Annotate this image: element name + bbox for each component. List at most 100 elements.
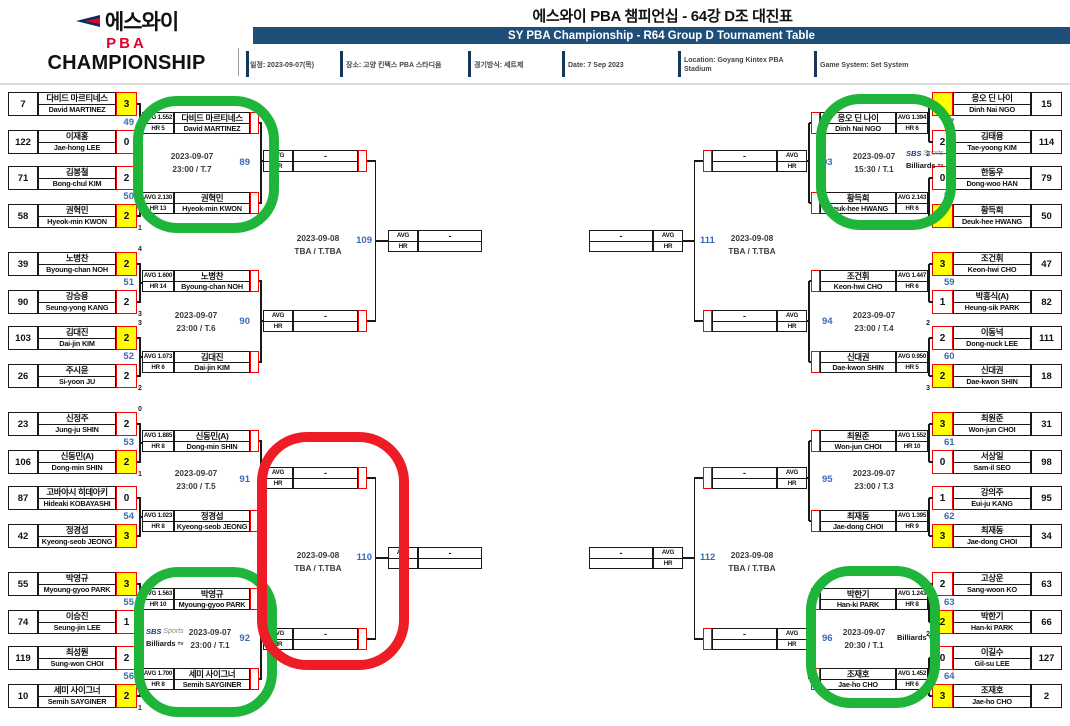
player-name-top: 응오 딘 나이 [954,93,1030,105]
player-name-top: 고상운 [954,573,1030,585]
score-cell: 3 [932,252,953,276]
player-name-bottom: Han-ki PARK [836,599,880,609]
player-name-bottom: Deuk-hee HWANG [961,217,1023,227]
bracket-line [808,122,811,124]
player-name-top: 신대권 [954,365,1030,377]
r16-slot-placeholder-bottom [713,162,776,172]
player-name-top: 신동민(A) [39,451,115,463]
player-stats-bottom: HR 8 [151,680,165,688]
match-number: 56 [123,671,134,682]
match-number: 90 [239,316,250,327]
match-number: 89 [239,157,250,168]
bracket-line [260,123,262,203]
score-cell: 3 [932,412,953,436]
player-name-top: 고바야시 히데아키 [39,487,115,499]
bracket-line [929,423,933,425]
match-time: 23:00 / T.3 [854,481,894,491]
match-number: 64 [944,671,955,682]
qf-slot-placeholder-bottom [419,559,481,569]
billiards-wordmark: Billiards [146,639,176,648]
match-number: 51 [123,277,134,288]
player-stats-top: AVG 1.552 [897,431,927,442]
match-number: 111 [700,235,715,246]
logo-divider [238,48,239,76]
seed-cell: 42 [8,524,38,548]
r16-slot-placeholder-bottom [713,640,776,650]
player-name-bottom: Han-ki PARK [970,623,1014,633]
match-number: 54 [123,511,134,522]
score-cell: 3 [932,684,953,708]
seed-cell: 119 [8,646,38,670]
match-date: 2023-09-08 [730,233,774,243]
match-number: 53 [123,437,134,448]
match-number: 94 [822,316,833,327]
match-number: 91 [239,474,250,485]
player-stats-bottom: HR 6 [905,204,919,212]
advance-marker [250,270,259,292]
billiards-wordmark: Billiards [897,633,927,642]
seed-cell: 55 [8,572,38,596]
annotation-red-circle-match-110 [257,432,409,670]
player-stats-top: AVG 1.563 [143,589,173,600]
player-name-top: 최원준 [821,431,895,442]
stat-labels-bottom: HR [273,479,283,487]
seed-cell: 87 [8,486,38,510]
player-name-top: 이승진 [39,611,115,623]
bracket-line [375,240,389,242]
bracket-line [929,497,933,499]
tiebreak-score: 2 [926,320,930,327]
player-name-bottom: Heung-sik PARK [964,303,1020,313]
tiebreak-score: 0 [138,406,142,413]
tiebreak-score: 3 [926,385,930,392]
score-cell: 0 [932,646,953,670]
seed-cell: 18 [1031,364,1062,388]
stat-labels-bottom: HR [398,242,408,250]
match-date: 2023-09-07 [852,151,896,161]
player-stats-bottom: HR 8 [151,522,165,530]
bracket-line [929,337,933,339]
player-name-bottom: Sung-won CHOI [50,659,104,669]
tv-superscript: TV [937,163,944,168]
player-name-bottom: Seung-jin LEE [53,623,101,633]
player-name-top: 황득희 [821,193,895,204]
score-cell: 0 [116,130,137,154]
r16-slot-placeholder: - [712,310,777,332]
tiebreak-score: 4 [138,246,142,253]
player-name-top: 노병찬 [39,253,115,265]
player-name-bottom: Sang-woon KO [967,585,1017,595]
advance-marker [250,430,259,452]
player-name-top: 권혁민 [39,205,115,217]
match-time: 23:00 / T.6 [176,323,216,333]
bracket-line [681,240,695,242]
stat-labels-top: AVG [778,468,806,479]
player-name-bottom: Keon-hwi CHO [967,265,1017,275]
player-name: 신동민(A)Dong-min SHIN [38,450,116,474]
qf-slot-placeholder: - [418,547,482,569]
player-name-top: 신정주 [39,413,115,425]
tiebreak-score: 3 [138,320,142,327]
bracket-line [806,160,809,162]
tiebreak-score: 3 [138,311,142,318]
logo-text-ko: 에스와이 [104,11,179,34]
bracket-line [139,516,143,518]
tiebreak-score: 1 [138,705,142,712]
r16-slot-placeholder: - [712,467,777,489]
player-stats-bottom: HR 6 [905,282,919,290]
player-name-top: 최재동 [821,511,895,522]
player-name-top: 한동우 [954,167,1030,179]
bracket-line [259,280,262,282]
